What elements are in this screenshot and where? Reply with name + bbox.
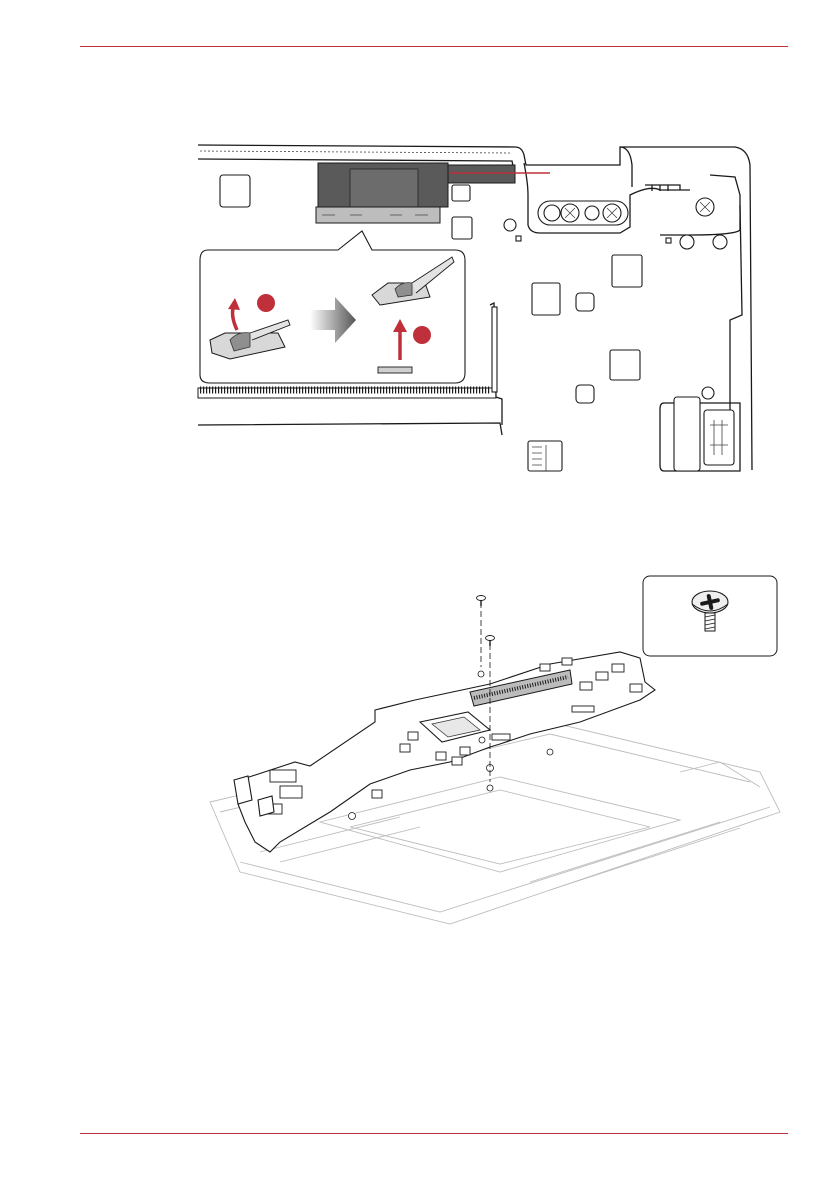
- step-marker-2: [413, 326, 431, 344]
- board-screw-1: [477, 596, 486, 607]
- step-marker-1: [257, 294, 275, 312]
- header-rule: [80, 46, 788, 47]
- footer-rule: [80, 1133, 788, 1134]
- board-screw-2: [486, 636, 495, 647]
- chip-square: [220, 175, 250, 207]
- detail-bubble: [200, 231, 465, 383]
- ribbon-cable-disconnect-illustration: [190, 135, 770, 480]
- system-board: [238, 652, 655, 852]
- system-board-removal-illustration: [200, 572, 790, 927]
